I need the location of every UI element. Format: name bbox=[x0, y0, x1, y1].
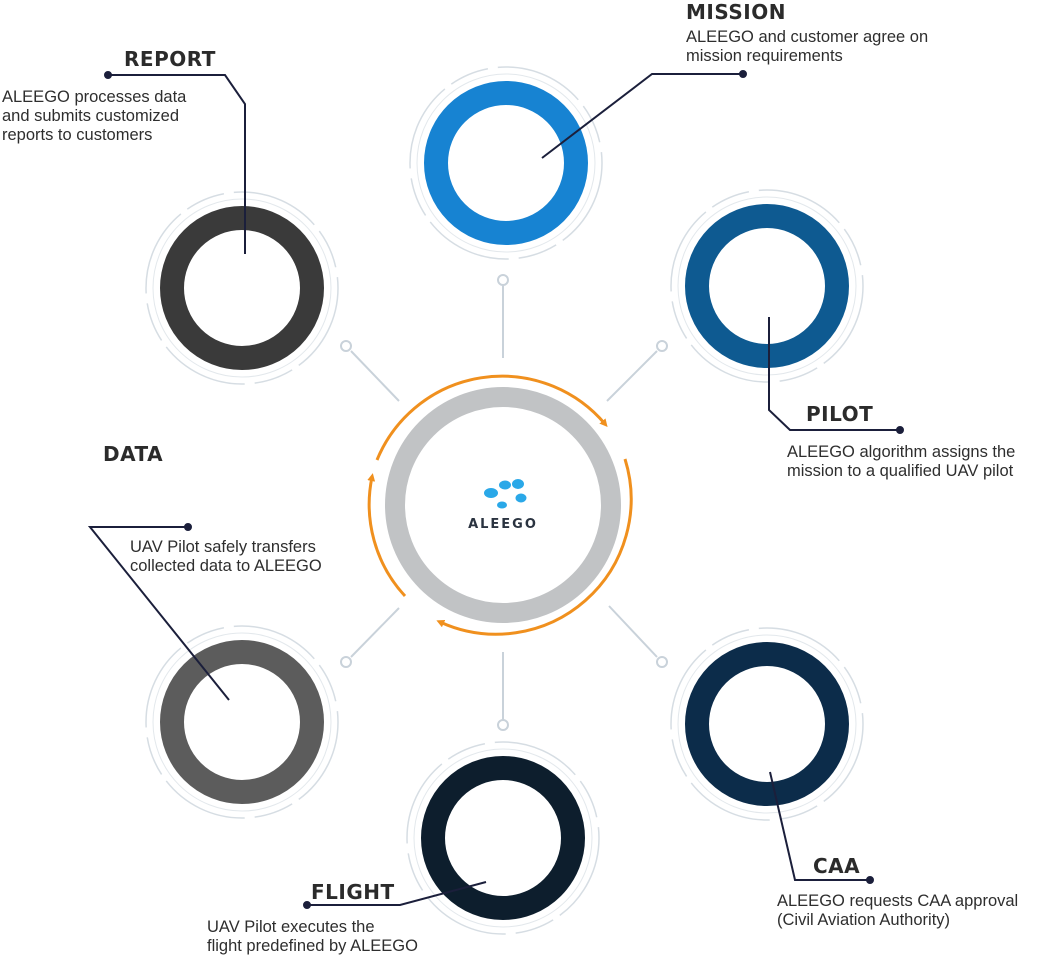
node-flight bbox=[406, 741, 600, 935]
step-title-mission: MISSION bbox=[686, 0, 786, 24]
leader-mission bbox=[541, 73, 743, 159]
step-title-report: REPORT bbox=[124, 47, 216, 71]
leader-data-dot bbox=[184, 523, 192, 531]
desc-line: reports to customers bbox=[2, 126, 153, 144]
leader-lines bbox=[87, 70, 904, 909]
spoke-pilot bbox=[606, 350, 658, 402]
spoke-report-knob bbox=[340, 340, 352, 352]
step-title-flight: FLIGHT bbox=[311, 880, 395, 904]
leader-data bbox=[87, 526, 230, 701]
leader-report-dot bbox=[104, 71, 112, 79]
node-pilot bbox=[670, 189, 864, 383]
desc-line: flight predefined by ALEEGO bbox=[207, 937, 418, 955]
desc-line: mission requirements bbox=[686, 47, 843, 65]
step-desc-caa: ALEEGO requests CAA approval (Civil Avia… bbox=[777, 892, 1018, 930]
leader-pilot bbox=[768, 317, 900, 431]
connector-spokes bbox=[340, 274, 668, 731]
logo-dot bbox=[512, 479, 524, 489]
leader-caa bbox=[769, 771, 870, 881]
cycle-arrow-left bbox=[367, 473, 407, 598]
desc-line: collected data to ALEEGO bbox=[130, 557, 322, 575]
leader-pilot-dot bbox=[896, 426, 904, 434]
desc-line: ALEEGO algorithm assigns the bbox=[787, 443, 1016, 461]
spoke-caa-knob bbox=[656, 656, 668, 668]
desc-line: UAV Pilot executes the bbox=[207, 918, 375, 936]
logo-text: ALEEGO bbox=[468, 517, 538, 532]
logo-dot bbox=[497, 501, 507, 509]
aleego-logo: ALEEGO bbox=[468, 479, 538, 532]
step-title-pilot: PILOT bbox=[806, 402, 874, 426]
cycle-arrow-top bbox=[375, 374, 608, 461]
node-data bbox=[145, 625, 339, 819]
spoke-report bbox=[350, 350, 400, 402]
desc-line: ALEEGO and customer agree on bbox=[686, 28, 929, 46]
spoke-caa bbox=[608, 605, 658, 658]
spoke-flight-knob bbox=[497, 719, 509, 731]
step-title-data: DATA bbox=[103, 442, 164, 466]
desc-line: mission to a qualified UAV pilot bbox=[787, 462, 1014, 480]
desc-line: ALEEGO processes data bbox=[2, 88, 187, 106]
cycle-arrows bbox=[367, 374, 633, 636]
logo-dot bbox=[499, 480, 511, 490]
spoke-data bbox=[350, 607, 400, 658]
cycle-arrow-right bbox=[436, 458, 633, 636]
desc-line: ALEEGO requests CAA approval bbox=[777, 892, 1019, 910]
leader-flight-dot bbox=[303, 901, 311, 909]
leader-mission-dot bbox=[739, 70, 747, 78]
step-title-caa: CAA bbox=[813, 854, 861, 878]
step-desc-data: UAV Pilot safely transfers collected dat… bbox=[130, 538, 322, 576]
logo-dot bbox=[515, 493, 527, 503]
desc-line: UAV Pilot safely transfers bbox=[130, 538, 316, 556]
node-caa bbox=[670, 627, 864, 821]
step-desc-flight: UAV Pilot executes the flight predefined… bbox=[207, 918, 418, 956]
desc-line: (Civil Aviation Authority) bbox=[777, 911, 951, 929]
spoke-mission-knob bbox=[497, 274, 509, 286]
node-mission bbox=[409, 66, 603, 260]
node-report bbox=[145, 191, 339, 385]
leader-caa-dot bbox=[866, 876, 874, 884]
spoke-data-knob bbox=[340, 656, 352, 668]
spoke-pilot-knob bbox=[656, 340, 668, 352]
desc-line: and submits customized bbox=[2, 107, 179, 125]
logo-dot bbox=[484, 488, 498, 498]
step-desc-pilot: ALEEGO algorithm assigns the mission to … bbox=[787, 443, 1015, 481]
leader-flight bbox=[307, 881, 487, 906]
leader-report bbox=[108, 74, 246, 254]
step-desc-report: ALEEGO processes data and submits custom… bbox=[2, 88, 186, 145]
step-desc-mission: ALEEGO and customer agree on mission req… bbox=[686, 28, 928, 66]
